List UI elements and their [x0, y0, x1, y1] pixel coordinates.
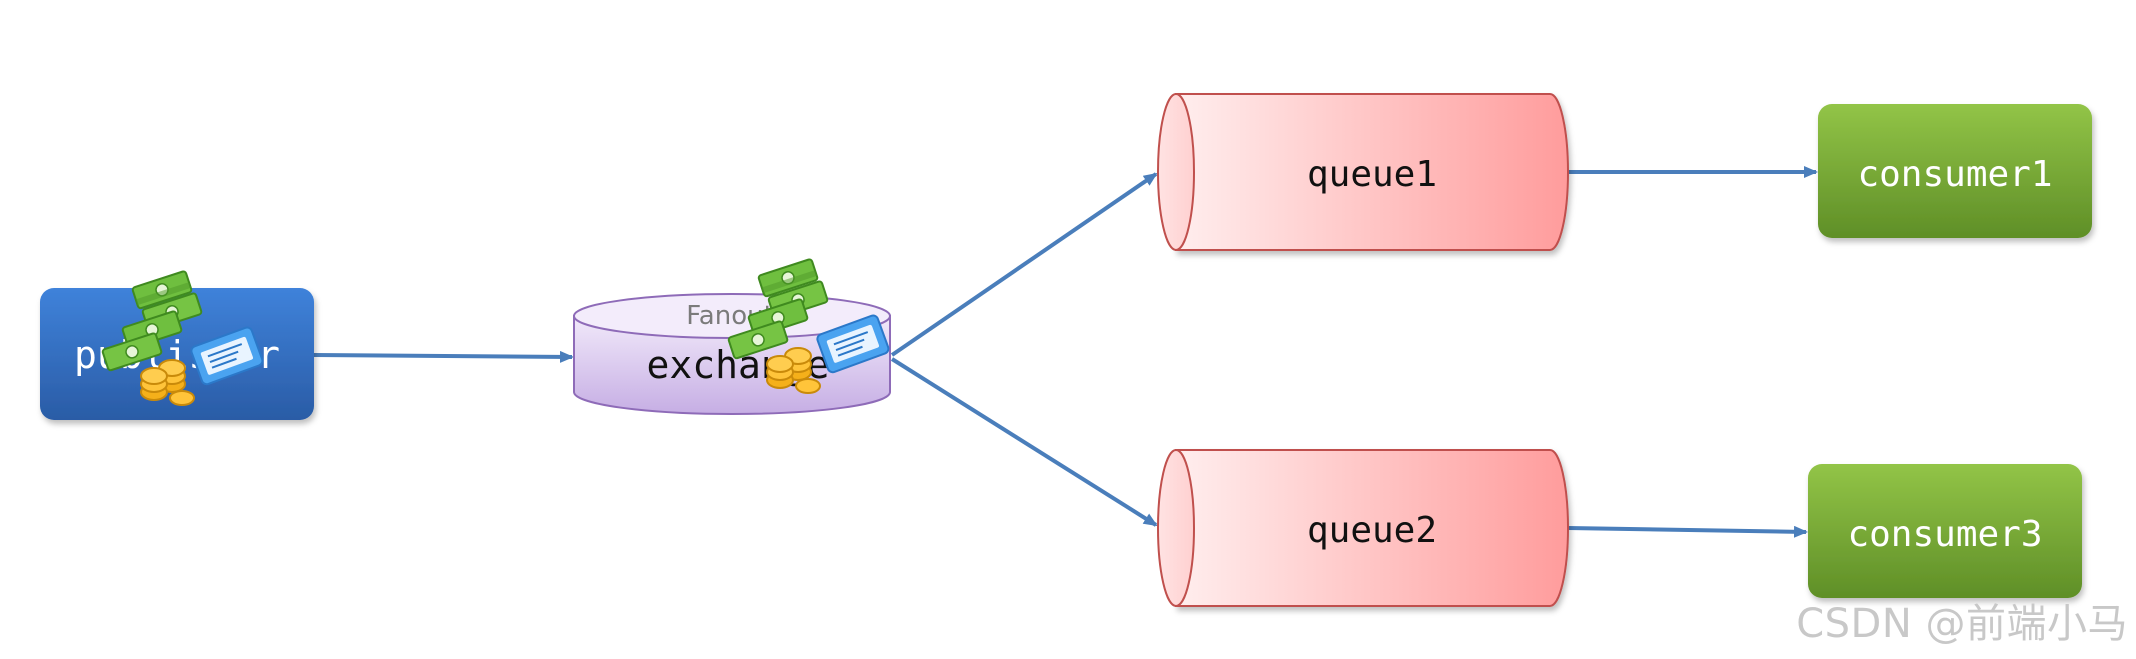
queue1-node: queue1	[1157, 93, 1569, 251]
edge-exchange-queue2	[890, 357, 1158, 527]
consumer3-node: consumer3	[1808, 464, 2082, 598]
consumer1-label: consumer1	[1857, 154, 2052, 195]
queue2-label: queue2	[1307, 510, 1437, 551]
queue2-node: queue2	[1157, 449, 1569, 607]
edge-publisher-exchange	[313, 350, 574, 363]
publisher-node: publisher	[40, 269, 314, 420]
exchange-node: Fanout exchange	[573, 257, 891, 415]
edge-exchange-queue1	[890, 172, 1158, 357]
edge-queue2-consumer3	[1567, 525, 1808, 538]
queue1-label: queue1	[1307, 154, 1437, 195]
consumer1-node: consumer1	[1818, 104, 2092, 238]
consumer3-label: consumer3	[1847, 514, 2042, 555]
watermark: CSDN @前端小马	[1796, 601, 2128, 647]
